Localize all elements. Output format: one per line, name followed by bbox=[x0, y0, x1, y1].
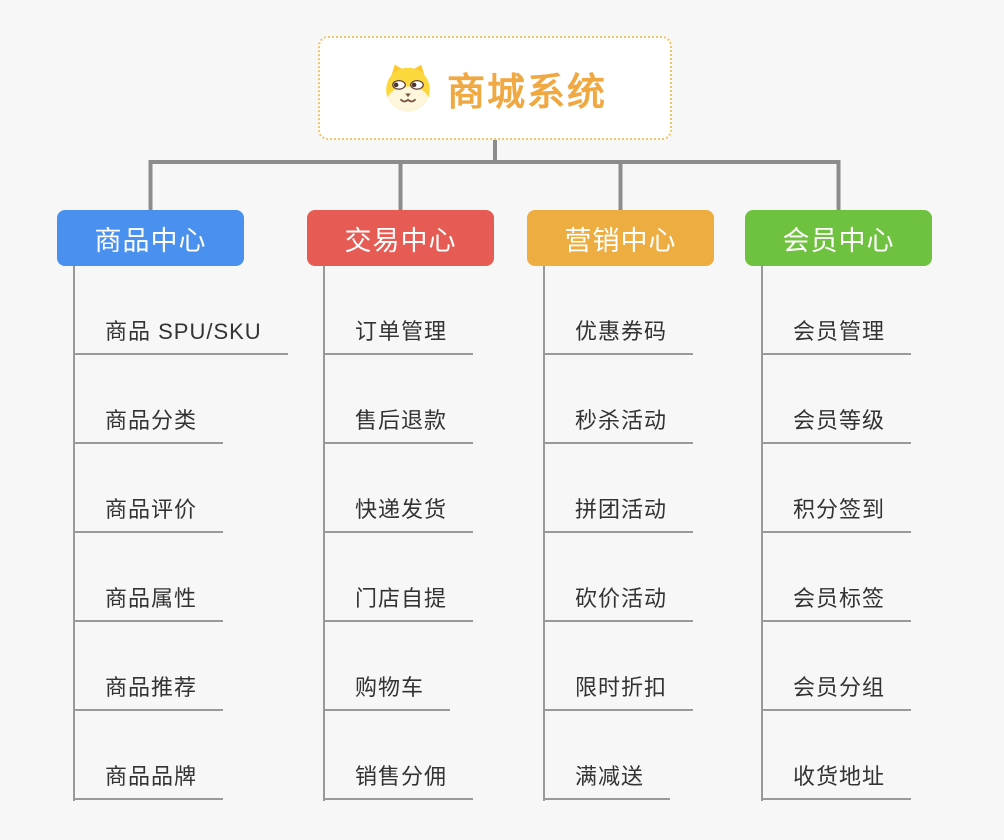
leaf-node[interactable]: 商品评价 bbox=[73, 492, 224, 533]
branch-spine-line bbox=[543, 266, 545, 801]
branch-node-3[interactable]: 营销中心 bbox=[527, 210, 714, 266]
leaf-row: 拼团活动 bbox=[543, 444, 694, 533]
leaf-node[interactable]: 限时折扣 bbox=[543, 670, 694, 711]
leaf-node[interactable]: 售后退款 bbox=[323, 403, 474, 444]
branch-spine-line bbox=[761, 266, 763, 801]
leaf-row: 会员分组 bbox=[761, 622, 912, 711]
branch-spine-line bbox=[323, 266, 325, 801]
branch-2: 交易中心订单管理售后退款快递发货门店自提购物车销售分佣 bbox=[307, 210, 567, 801]
branch-node-2[interactable]: 交易中心 bbox=[307, 210, 494, 266]
leaf-row: 商品评价 bbox=[73, 444, 288, 533]
leaf-row: 购物车 bbox=[323, 622, 473, 711]
leaf-node[interactable]: 商品属性 bbox=[73, 581, 224, 622]
leaf-node[interactable]: 拼团活动 bbox=[543, 492, 694, 533]
branch-1: 商品中心商品 SPU/SKU 商品分类商品评价商品属性商品推荐商品品牌 bbox=[57, 210, 317, 801]
leaf-node[interactable]: 商品推荐 bbox=[73, 670, 224, 711]
leaf-node[interactable]: 商品品牌 bbox=[73, 759, 224, 800]
branch-4: 会员中心会员管理会员等级积分签到会员标签会员分组收货地址 bbox=[745, 210, 1004, 801]
leaf-node[interactable]: 秒杀活动 bbox=[543, 403, 694, 444]
leaf-node[interactable]: 积分签到 bbox=[761, 492, 912, 533]
branch-spine-line bbox=[73, 266, 75, 801]
leaf-node[interactable]: 门店自提 bbox=[323, 581, 474, 622]
root-node[interactable]: 商城系统 bbox=[318, 36, 672, 140]
leaf-node[interactable]: 快递发货 bbox=[323, 492, 474, 533]
leaf-node[interactable]: 购物车 bbox=[323, 670, 451, 711]
leaf-list: 优惠券码秒杀活动拼团活动砍价活动限时折扣满减送 bbox=[543, 266, 694, 800]
leaf-node[interactable]: 会员等级 bbox=[761, 403, 912, 444]
leaf-row: 砍价活动 bbox=[543, 533, 694, 622]
leaf-row: 销售分佣 bbox=[323, 711, 474, 800]
leaf-row: 商品属性 bbox=[73, 533, 288, 622]
leaf-node[interactable]: 会员分组 bbox=[761, 670, 912, 711]
leaf-node[interactable]: 会员标签 bbox=[761, 581, 912, 622]
leaf-row: 商品分类 bbox=[73, 355, 288, 444]
leaf-list: 会员管理会员等级积分签到会员标签会员分组收货地址 bbox=[761, 266, 912, 800]
leaf-node[interactable]: 优惠券码 bbox=[543, 314, 694, 355]
leaf-row: 秒杀活动 bbox=[543, 355, 694, 444]
leaf-node[interactable]: 商品分类 bbox=[73, 403, 224, 444]
leaf-row: 满减送 bbox=[543, 711, 693, 800]
leaf-node[interactable]: 销售分佣 bbox=[323, 759, 474, 800]
leaf-list: 商品 SPU/SKU 商品分类商品评价商品属性商品推荐商品品牌 bbox=[73, 266, 288, 800]
leaf-node[interactable]: 收货地址 bbox=[761, 759, 912, 800]
branch-node-4[interactable]: 会员中心 bbox=[745, 210, 932, 266]
leaf-row: 优惠券码 bbox=[543, 266, 694, 355]
leaf-row: 商品 SPU/SKU bbox=[73, 266, 288, 355]
leaf-row: 门店自提 bbox=[323, 533, 474, 622]
leaf-row: 商品推荐 bbox=[73, 622, 288, 711]
branch-node-1[interactable]: 商品中心 bbox=[57, 210, 244, 266]
leaf-row: 快递发货 bbox=[323, 444, 474, 533]
root-node-title: 商城系统 bbox=[446, 71, 607, 114]
leaf-row: 会员等级 bbox=[761, 355, 912, 444]
leaf-row: 会员标签 bbox=[761, 533, 912, 622]
leaf-node[interactable]: 订单管理 bbox=[323, 314, 474, 355]
branch-3: 营销中心优惠券码秒杀活动拼团活动砍价活动限时折扣满减送 bbox=[527, 210, 787, 801]
leaf-row: 订单管理 bbox=[323, 266, 474, 355]
leaf-node[interactable]: 商品 SPU/SKU bbox=[73, 314, 288, 355]
leaf-node[interactable]: 会员管理 bbox=[761, 314, 912, 355]
leaf-node[interactable]: 满减送 bbox=[543, 759, 671, 800]
leaf-row: 售后退款 bbox=[323, 355, 474, 444]
leaf-row: 商品品牌 bbox=[73, 711, 288, 800]
leaf-row: 限时折扣 bbox=[543, 622, 694, 711]
leaf-row: 会员管理 bbox=[761, 266, 912, 355]
leaf-node[interactable]: 砍价活动 bbox=[543, 581, 694, 622]
leaf-row: 积分签到 bbox=[761, 444, 912, 533]
dog-face-icon bbox=[386, 64, 430, 112]
leaf-list: 订单管理售后退款快递发货门店自提购物车销售分佣 bbox=[323, 266, 474, 800]
leaf-row: 收货地址 bbox=[761, 711, 912, 800]
